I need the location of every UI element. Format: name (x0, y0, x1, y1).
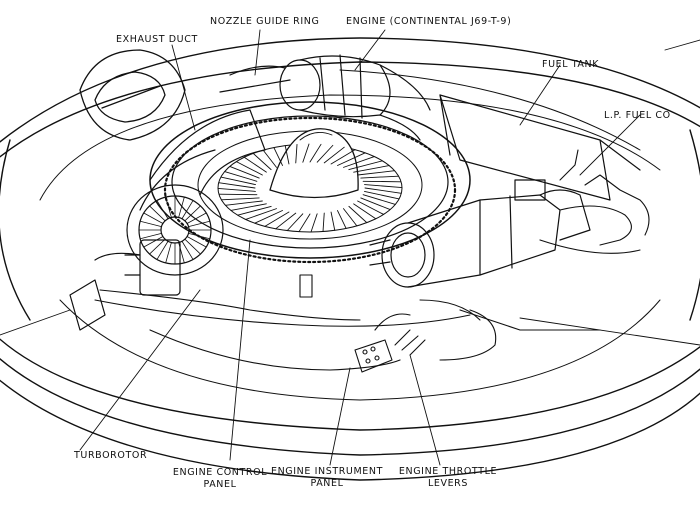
label-engine-control-panel-line1: ENGINE CONTROL (172, 467, 268, 478)
label-nozzle-guide-ring: NOZZLE GUIDE RING (210, 16, 320, 27)
label-engine-control-panel-line2: PANEL (203, 479, 237, 490)
fuel-tank (439, 94, 641, 201)
label-engine-throttle-levers: ENGINE THROTTLE LEVERS (388, 466, 508, 490)
label-fuel-tank: FUEL TANK (542, 59, 600, 70)
left-engine-fan (138, 195, 212, 265)
label-engine-throttle-levers-line1: ENGINE THROTTLE (398, 466, 498, 477)
rear-engine (219, 54, 431, 141)
label-engine-control-panel: ENGINE CONTROL PANEL (150, 467, 290, 491)
saucer-hull (0, 37, 700, 481)
label-engine: ENGINE (CONTINENTAL J69-T-9) (346, 16, 512, 27)
control-panels (299, 274, 426, 373)
canopy (79, 49, 186, 141)
label-engine-instrument-panel-line2: PANEL (310, 478, 344, 489)
label-turborotor: TURBOROTOR (74, 450, 148, 461)
turborotor-ring (149, 101, 471, 264)
label-lp-fuel: L.P. FUEL CO (604, 110, 671, 121)
fuel-lines (94, 149, 650, 371)
label-engine-throttle-levers-line2: LEVERS (427, 478, 469, 489)
leader-lines (0, 29, 700, 466)
label-engine-instrument-panel-line1: ENGINE INSTRUMENT (270, 466, 383, 477)
deck-rings (39, 69, 661, 401)
turbine-blades (217, 143, 403, 233)
right-engine (369, 179, 591, 288)
label-exhaust-duct: EXHAUST DUCT (116, 34, 198, 45)
label-engine-instrument-panel: ENGINE INSTRUMENT PANEL (262, 466, 392, 490)
